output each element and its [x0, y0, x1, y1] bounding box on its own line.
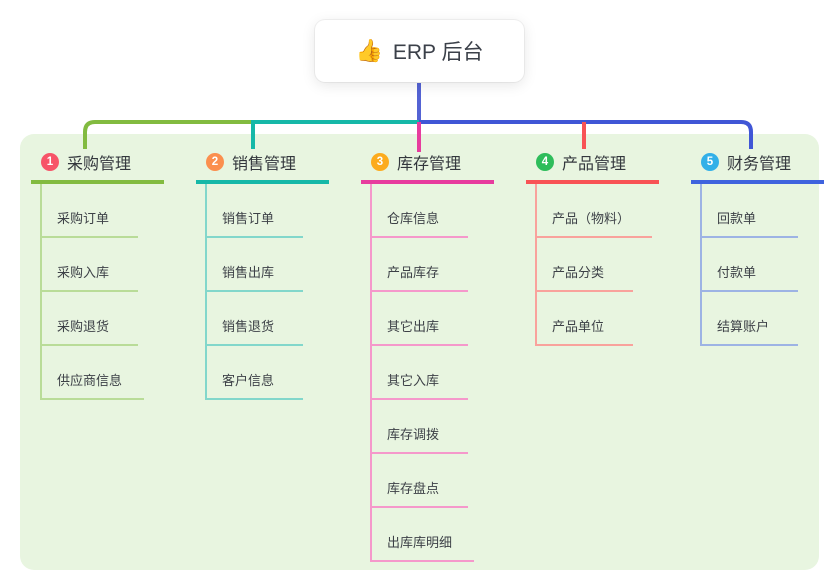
- root-label: ERP 后台: [392, 41, 484, 64]
- branch-header-purchase[interactable]: 1 采购管理: [31, 150, 164, 184]
- child-node[interactable]: 采购入库: [42, 238, 138, 292]
- branch-header-finance[interactable]: 5 财务管理: [691, 150, 824, 184]
- child-node[interactable]: 其它出库: [372, 292, 468, 346]
- branch-number-badge: 3: [371, 153, 389, 171]
- branch-children: 仓库信息 产品库存 其它出库 其它入库 库存调拨 库存盘点 出库库明细: [370, 184, 475, 562]
- branch-children: 销售订单 销售出库 销售退货 客户信息: [205, 184, 303, 400]
- branch-header-sales[interactable]: 2 销售管理: [196, 150, 329, 184]
- branch-children: 回款单 付款单 结算账户: [700, 184, 798, 346]
- child-node[interactable]: 供应商信息: [42, 346, 145, 400]
- child-node[interactable]: 销售出库: [207, 238, 303, 292]
- branch-label: 销售管理: [232, 156, 297, 173]
- branch-header-product[interactable]: 4 产品管理: [526, 150, 659, 184]
- child-node[interactable]: 产品单位: [537, 292, 633, 346]
- child-node[interactable]: 客户信息: [207, 346, 303, 400]
- branch-number-badge: 1: [41, 153, 59, 171]
- branch-children: 采购订单 采购入库 采购退货 供应商信息: [40, 184, 145, 400]
- child-node[interactable]: 库存盘点: [372, 454, 468, 508]
- child-node[interactable]: 销售退货: [207, 292, 303, 346]
- branches-panel: [20, 134, 819, 570]
- child-node[interactable]: 付款单: [702, 238, 798, 292]
- child-node[interactable]: 仓库信息: [372, 184, 468, 238]
- child-node[interactable]: 产品库存: [372, 238, 468, 292]
- branch-number-badge: 5: [701, 153, 719, 171]
- child-node[interactable]: 采购退货: [42, 292, 138, 346]
- root-node[interactable]: 👍 ERP 后台: [315, 20, 524, 82]
- child-node[interactable]: 产品分类: [537, 238, 633, 292]
- child-node[interactable]: 采购订单: [42, 184, 138, 238]
- branch-header-inventory[interactable]: 3 库存管理: [361, 150, 494, 184]
- child-node[interactable]: 回款单: [702, 184, 798, 238]
- thumbs-up-icon: 👍: [355, 38, 383, 63]
- branch-purchase: 1 采购管理 采购订单 采购入库 采购退货 供应商信息: [31, 150, 164, 400]
- branch-label: 库存管理: [397, 156, 462, 173]
- branch-label: 采购管理: [67, 156, 132, 173]
- child-node[interactable]: 结算账户: [702, 292, 798, 346]
- child-node[interactable]: 出库库明细: [372, 508, 475, 562]
- branch-sales: 2 销售管理 销售订单 销售出库 销售退货 客户信息: [196, 150, 329, 400]
- branch-number-badge: 4: [536, 153, 554, 171]
- branch-number-badge: 2: [206, 153, 224, 171]
- branch-children: 产品（物料） 产品分类 产品单位: [535, 184, 653, 346]
- branch-label: 产品管理: [562, 156, 627, 173]
- child-node[interactable]: 销售订单: [207, 184, 303, 238]
- child-node[interactable]: 库存调拨: [372, 400, 468, 454]
- child-node[interactable]: 其它入库: [372, 346, 468, 400]
- branch-finance: 5 财务管理 回款单 付款单 结算账户: [691, 150, 824, 346]
- child-node[interactable]: 产品（物料）: [537, 184, 653, 238]
- branch-product: 4 产品管理 产品（物料） 产品分类 产品单位: [526, 150, 659, 346]
- branch-inventory: 3 库存管理 仓库信息 产品库存 其它出库 其它入库 库存调拨 库存盘点 出库库…: [361, 150, 494, 562]
- branch-label: 财务管理: [727, 156, 792, 173]
